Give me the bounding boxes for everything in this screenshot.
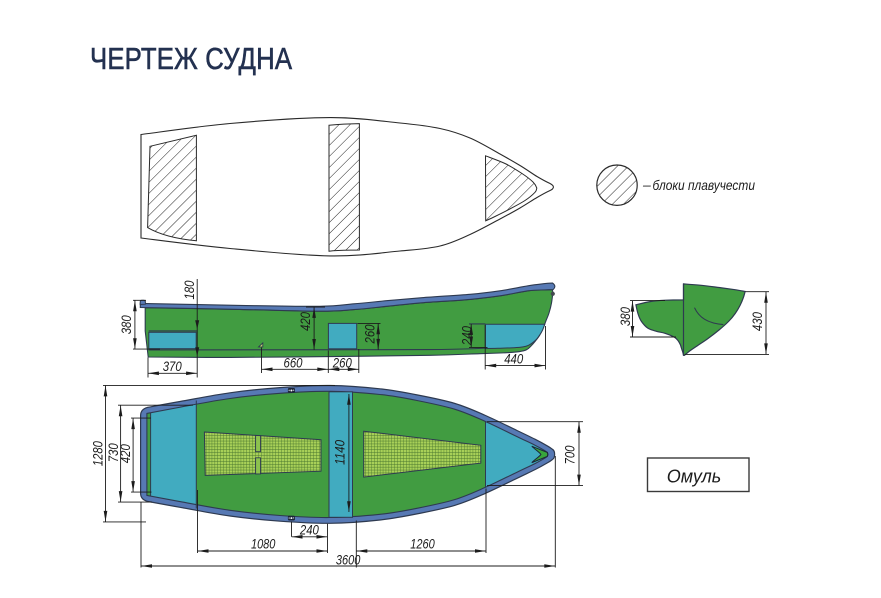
svg-text:260: 260 [332,354,352,370]
svg-text:1260: 1260 [410,535,435,551]
svg-text:240: 240 [299,522,319,538]
svg-text:260: 260 [362,324,378,344]
svg-text:430: 430 [749,312,765,331]
svg-text:700: 700 [562,445,578,464]
svg-text:Омуль: Омуль [667,467,722,487]
svg-text:380: 380 [617,307,633,326]
svg-text:3600: 3600 [336,552,361,568]
svg-text:1080: 1080 [251,535,276,551]
svg-text:380: 380 [118,315,134,334]
svg-text:370: 370 [163,358,182,374]
svg-text:730: 730 [105,443,121,462]
svg-text:420: 420 [117,444,133,463]
svg-text:440: 440 [504,351,523,367]
svg-text:1140: 1140 [332,440,348,465]
svg-text:420: 420 [297,312,313,331]
svg-text:240: 240 [459,326,475,346]
svg-text:180: 180 [181,280,197,299]
svg-text:660: 660 [284,354,303,370]
svg-text:блоки плавучести: блоки плавучести [653,177,756,193]
svg-text:1280: 1280 [90,441,106,466]
svg-text:–: – [642,177,651,193]
